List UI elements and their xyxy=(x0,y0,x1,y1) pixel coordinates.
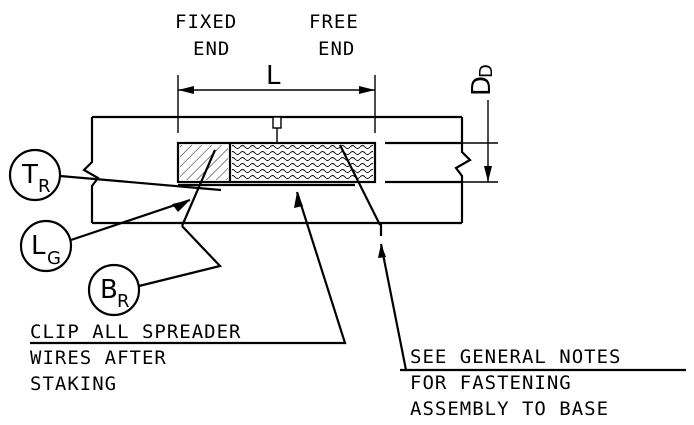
fixed-end-label-line2: END xyxy=(193,38,230,60)
clip-note-leader xyxy=(30,191,347,345)
callout-lg: L G xyxy=(19,198,191,273)
depth-label-subscript: D xyxy=(476,64,497,78)
fixed-end-label-line1: FIXED xyxy=(175,11,237,33)
callout-tr: T R xyxy=(8,148,222,227)
clip-note-line2: WIRES AFTER xyxy=(30,347,167,369)
general-note-line1: SEE GENERAL NOTES xyxy=(410,346,621,368)
clip-note-line3: STAKING xyxy=(30,373,117,395)
svg-text:G: G xyxy=(47,248,61,269)
depth-dimension: D D xyxy=(440,64,498,183)
general-note-line3: ASSEMBLY TO BASE xyxy=(410,398,609,420)
svg-text:R: R xyxy=(117,291,130,312)
svg-text:R: R xyxy=(38,176,51,197)
length-dimension: L xyxy=(177,61,376,133)
svg-text:L: L xyxy=(31,231,46,261)
length-label: L xyxy=(266,61,281,91)
callout-br: B R xyxy=(87,225,223,317)
free-end-label-line1: FREE xyxy=(309,11,359,33)
strain-gage xyxy=(176,116,377,187)
clip-note-line1: CLIP ALL SPREADER xyxy=(30,321,241,343)
svg-text:T: T xyxy=(21,160,38,190)
svg-text:B: B xyxy=(100,275,118,305)
depth-label: D xyxy=(467,76,497,96)
free-end-label-line2: END xyxy=(318,38,355,60)
general-note-line2: FOR FASTENING xyxy=(410,372,572,394)
